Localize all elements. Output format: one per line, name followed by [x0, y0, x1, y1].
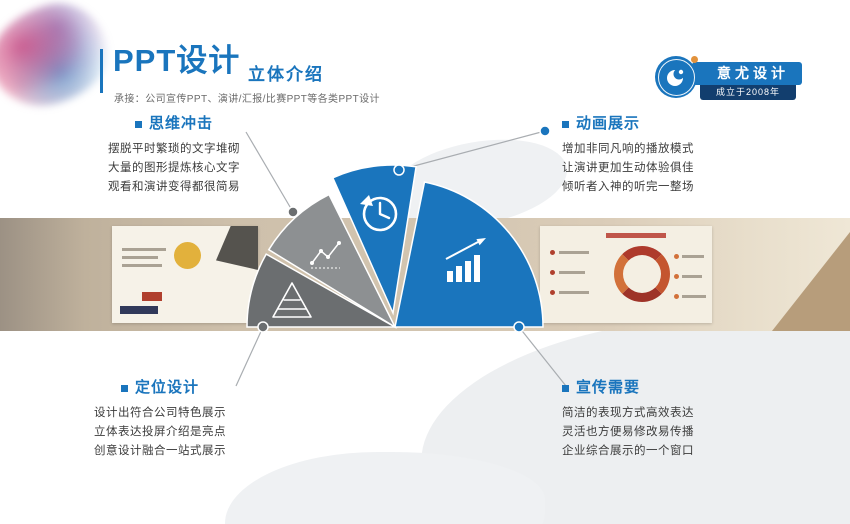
section-title: 定位设计 [78, 376, 242, 397]
logo-established: 成立于2008年 [700, 85, 796, 100]
section-title: 思维冲击 [93, 112, 255, 133]
decor-shape [122, 248, 166, 251]
section-line: 增加非同凡响的播放模式 [562, 143, 694, 155]
decor-shape [682, 295, 706, 298]
decor-shape [614, 246, 670, 302]
section-line: 灵活也方便易修改易传播 [562, 426, 694, 438]
square-bullet-icon [562, 385, 569, 392]
section-line: 观看和演讲变得都很简易 [108, 181, 240, 193]
orange-dot-icon [691, 56, 698, 63]
square-bullet-icon [120, 385, 128, 392]
decor-shape [550, 250, 555, 255]
section-line: 立体表达投屏介绍是亮点 [94, 426, 226, 438]
decor-shape [550, 290, 555, 295]
logo-name: 意尤设计 [692, 62, 802, 85]
decor-shape [682, 275, 702, 278]
section-animation: 动画展示 增加非同凡响的播放模式 让演讲更加生动体验俱佳 倾听者入神的听完一整场 [562, 112, 782, 200]
decor-shape [120, 306, 158, 314]
section-title: 宣传需要 [562, 376, 782, 397]
company-logo: 意尤设计 成立于2008年 [655, 54, 815, 102]
decor-shape [174, 242, 201, 269]
section-positioning: 定位设计 设计出符合公司特色展示 立体表达投屏介绍是亮点 创意设计融合一站式展示 [78, 376, 242, 464]
decor-shape [122, 256, 158, 259]
decor-shape [216, 226, 258, 270]
decor-shape [122, 264, 162, 267]
section-line: 设计出符合公司特色展示 [94, 407, 226, 419]
square-bullet-icon [562, 121, 569, 128]
square-bullet-icon [134, 121, 142, 128]
section-line: 大量的图形提炼核心文字 [108, 162, 240, 174]
decor-shape [674, 274, 679, 279]
decor-shape [559, 271, 585, 274]
decor-shape [142, 292, 162, 301]
decor-shape [674, 254, 679, 259]
background-photo-strip [0, 218, 850, 331]
section-mind-impact: 思维冲击 摆脱平时繁琐的文字堆砌 大量的图形提炼核心文字 观看和演讲变得都很简易 [93, 112, 255, 200]
section-line: 让演讲更加生动体验俱佳 [562, 162, 694, 174]
section-line: 企业综合展示的一个窗口 [562, 445, 694, 457]
page-title: PPT设计 [113, 43, 241, 78]
section-title: 动画展示 [562, 112, 782, 133]
decor-shape [606, 233, 666, 238]
slide-thumbnail-right [540, 226, 712, 323]
service-line: 承接：公司宣传PPT、演讲/汇报/比赛PPT等各类PPT设计 [114, 94, 380, 105]
logo-badge [655, 56, 697, 98]
decor-shape [559, 291, 589, 294]
palette-icon [667, 68, 685, 86]
page-subtitle: 立体介绍 [248, 65, 324, 84]
section-line: 创意设计融合一站式展示 [94, 445, 226, 457]
decor-shape [682, 255, 704, 258]
title-accent-line [100, 49, 103, 93]
section-promotion: 宣传需要 简洁的表现方式高效表达 灵活也方便易修改易传播 企业综合展示的一个窗口 [562, 376, 782, 464]
decor-shape [674, 294, 679, 299]
section-line: 摆脱平时繁琐的文字堆砌 [108, 143, 240, 155]
decor-shape [550, 270, 555, 275]
decor-shape [772, 232, 850, 331]
section-line: 简洁的表现方式高效表达 [562, 407, 694, 419]
slide-thumbnail-left [112, 226, 258, 323]
decor-shape [559, 251, 589, 254]
section-line: 倾听者入神的听完一整场 [562, 181, 694, 193]
